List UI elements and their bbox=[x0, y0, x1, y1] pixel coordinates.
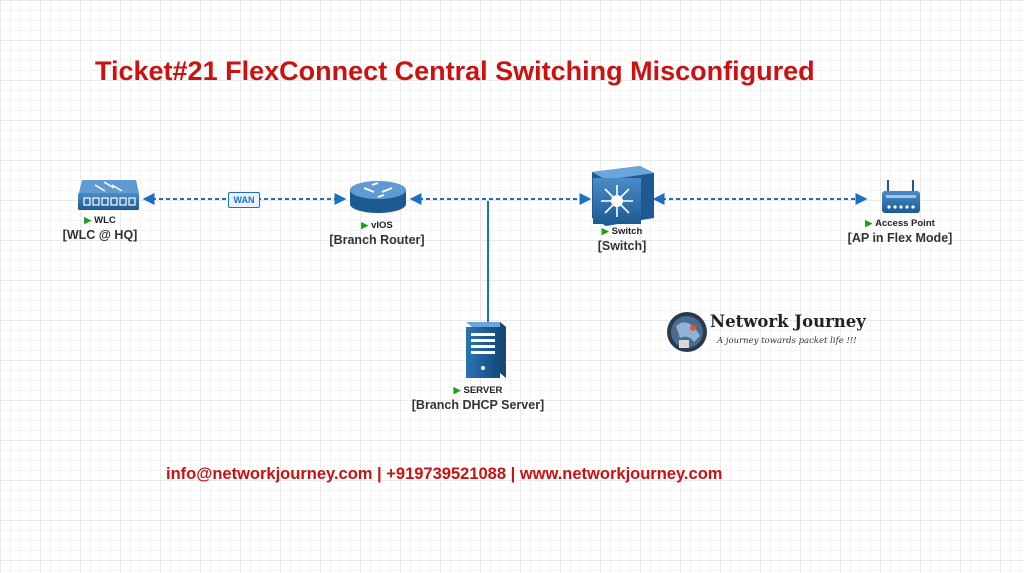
contact-website[interactable]: www.networkjourney.com bbox=[519, 465, 723, 483]
switch-node-label: ▶Switch [Switch] bbox=[582, 226, 662, 253]
server-node-label: ▶SERVER [Branch DHCP Server] bbox=[408, 385, 548, 412]
server-icon[interactable] bbox=[466, 322, 506, 378]
footer-separator: | bbox=[506, 465, 520, 483]
play-icon: ▶ bbox=[361, 220, 369, 230]
ap-label: [AP in Flex Mode] bbox=[847, 231, 953, 245]
wlc-label: [WLC @ HQ] bbox=[62, 228, 138, 242]
router-node-label: ▶vIOS [Branch Router] bbox=[322, 220, 432, 247]
access-point-icon[interactable] bbox=[882, 180, 920, 213]
router-icon[interactable] bbox=[350, 181, 406, 213]
switch-tag: ▶Switch bbox=[601, 226, 643, 237]
server-label: [Branch DHCP Server] bbox=[411, 398, 545, 412]
play-icon: ▶ bbox=[865, 218, 873, 228]
network-journey-logo-icon bbox=[667, 312, 707, 352]
network-journey-logo: Network Journey A journey towards packet… bbox=[667, 311, 887, 355]
switch-label: [Switch] bbox=[597, 239, 647, 253]
logo-tagline: A journey towards packet life !!! bbox=[717, 336, 857, 346]
footer-separator: | bbox=[372, 465, 387, 483]
ap-tag: ▶Access Point bbox=[865, 218, 935, 229]
wan-label: WAN bbox=[228, 192, 260, 208]
play-icon: ▶ bbox=[84, 215, 92, 225]
page-title: Ticket#21 FlexConnect Central Switching … bbox=[95, 56, 815, 86]
ap-node-label: ▶Access Point [AP in Flex Mode] bbox=[840, 218, 960, 245]
wlc-node-label: ▶WLC [WLC @ HQ] bbox=[60, 215, 140, 242]
contact-phone[interactable]: +919739521088 bbox=[386, 465, 507, 483]
play-icon: ▶ bbox=[453, 385, 461, 395]
contact-email[interactable]: info@networkjourney.com bbox=[166, 465, 373, 483]
router-label: [Branch Router] bbox=[329, 233, 425, 247]
server-tag: ▶SERVER bbox=[453, 385, 503, 396]
contact-footer: info@networkjourney.com | +919739521088 … bbox=[166, 465, 866, 484]
play-icon: ▶ bbox=[601, 226, 609, 236]
switch-icon[interactable] bbox=[592, 166, 654, 226]
router-tag: ▶vIOS bbox=[361, 220, 393, 231]
wlc-tag: ▶WLC bbox=[84, 215, 116, 226]
wlc-icon[interactable] bbox=[78, 180, 139, 210]
logo-title: Network Journey bbox=[710, 312, 866, 331]
